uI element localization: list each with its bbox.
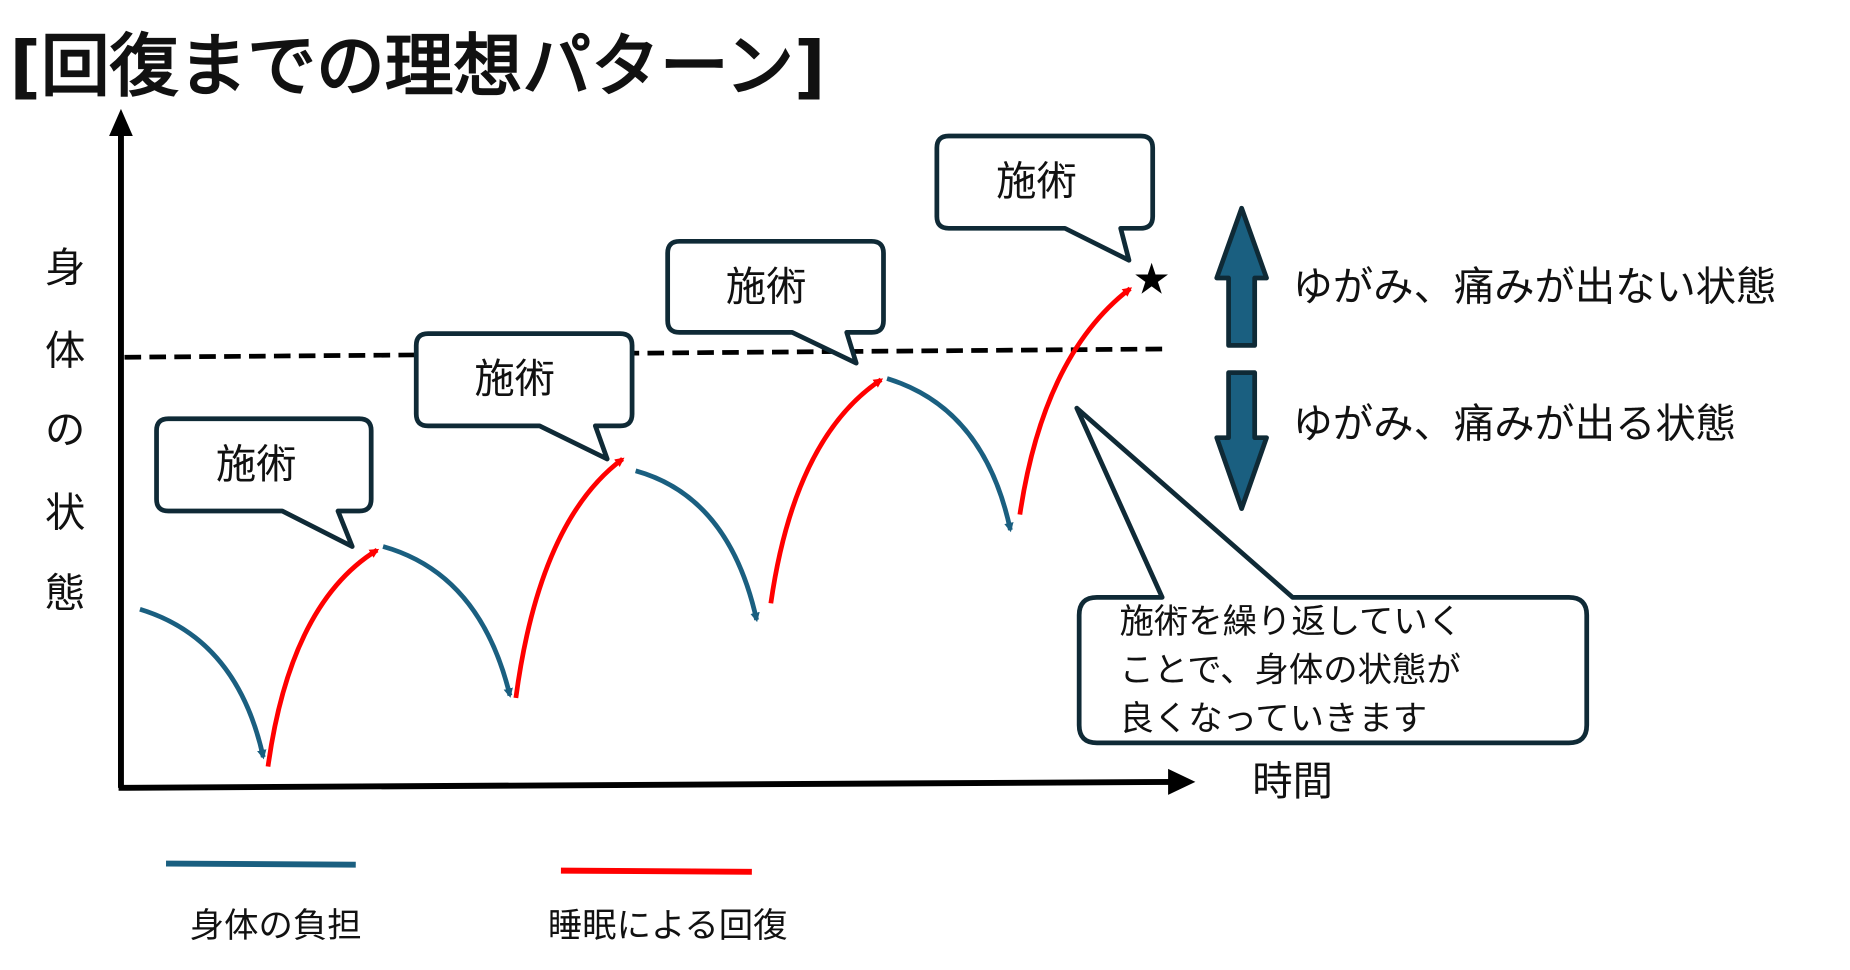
legend-recovery-label: 睡眠による回復 [548,906,788,946]
y-label-char: 状 [45,490,85,536]
callout-box [154,416,374,549]
state-good-label: ゆがみ、痛みが出ない状態 [1293,265,1777,311]
y-label-char: の [45,408,85,454]
x-axis-label: 時間 [1252,759,1333,805]
goal-star-icon: ★ [1133,254,1171,304]
note-line: 良くなっていきます [1119,699,1427,739]
threshold-dashed-line [124,346,1165,360]
callout-box [413,331,635,462]
recovery-curve [1017,286,1133,515]
legend-burden-label: 身体の負担 [190,906,362,946]
down-arrow-icon [1214,370,1269,512]
y-label-char: 身 [45,246,85,292]
state-bad-label: ゆがみ、痛みが出る状態 [1293,402,1736,448]
y-label-char: 体 [45,328,85,374]
recovery-curve [513,457,625,699]
x-axis-arrowhead [1168,768,1196,795]
burden-curve [635,468,760,623]
callout-box [934,133,1156,263]
y-label-char: 態 [45,571,85,617]
callout-label: 施術 [726,265,807,311]
recovery-curve [265,548,380,767]
callout-label: 施術 [996,159,1077,205]
burden-curve [886,376,1014,533]
note-line: 施術を繰り返していく [1119,602,1462,642]
note-line: ことで、身体の状態が [1119,650,1460,690]
legend-recovery-swatch [560,867,752,875]
y-axis-arrowhead [109,108,133,137]
up-arrow-icon [1214,205,1269,348]
legend-burden-swatch [166,860,356,868]
y-axis-label: 身 体 の 状 態 [45,246,85,617]
callout-label: 施術 [216,442,297,488]
callout-box [665,238,886,366]
burden-curve [382,544,513,698]
burden-curve [139,606,267,760]
x-axis [118,778,1175,791]
recovery-curve [768,377,884,604]
page-title: [回復までの理想パターン] [9,27,825,107]
callout-label: 施術 [474,357,555,403]
note-callout-box [1074,405,1590,746]
